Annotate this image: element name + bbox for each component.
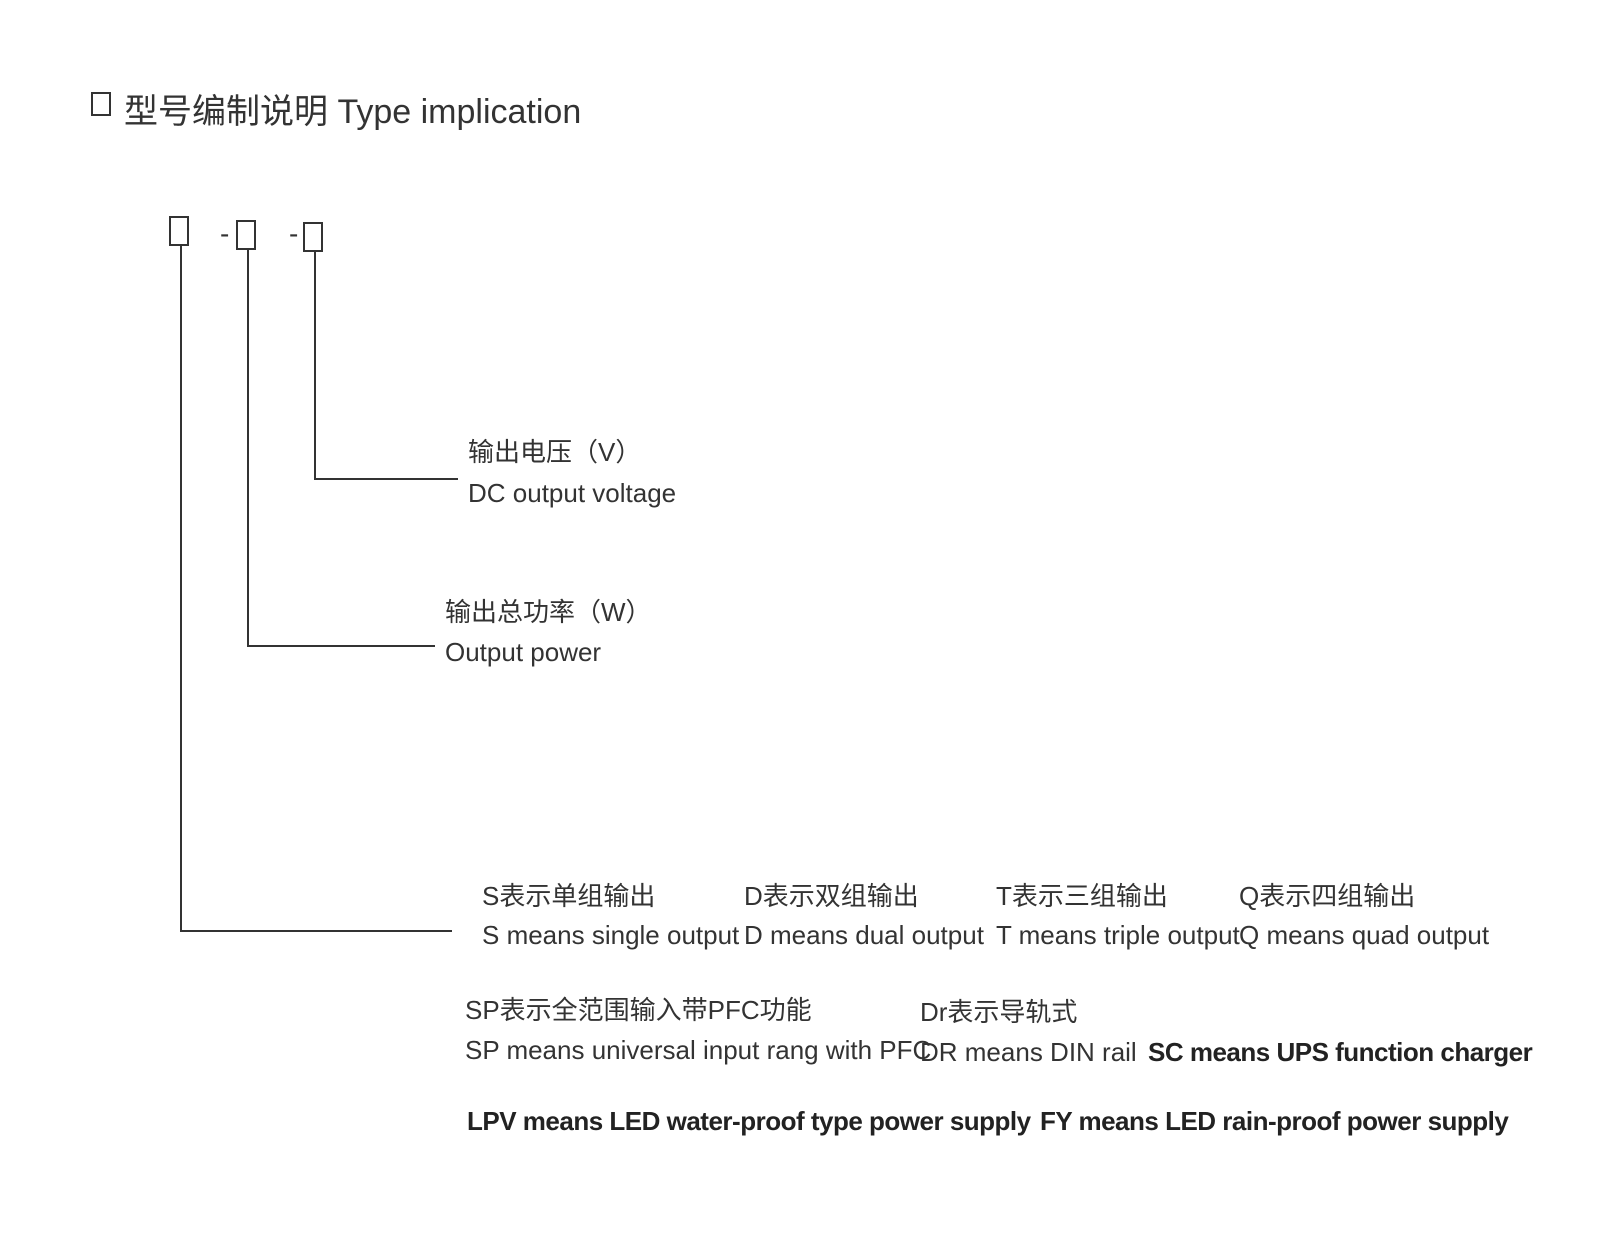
type-connector-vertical (180, 246, 182, 932)
power-label-cn: 输出总功率（W） (445, 597, 652, 627)
code-box-power (236, 220, 256, 250)
type-s-cn: S表示单组输出 (482, 881, 656, 911)
type-sc-en: SC means UPS function charger (1148, 1037, 1533, 1067)
voltage-label-en: DC output voltage (468, 478, 677, 508)
type-t-en: T means triple output (996, 920, 1240, 950)
type-q-cn: Q表示四组输出 (1239, 881, 1416, 911)
code-separator-1: - (220, 218, 230, 249)
type-s-en: S means single output (482, 920, 740, 950)
voltage-connector-horizontal (314, 478, 458, 480)
type-sp-cn: SP表示全范围输入带PFC功能 (465, 995, 812, 1025)
page-title: 型号编制说明 Type implication (124, 93, 582, 131)
power-connector-vertical (247, 250, 249, 647)
power-label-en: Output power (445, 637, 602, 667)
power-connector-horizontal (247, 645, 435, 647)
voltage-label-cn: 输出电压（V） (468, 437, 642, 467)
type-d-en: D means dual output (744, 920, 984, 950)
type-sp-en: SP means universal input rang with PFC (465, 1035, 932, 1065)
code-box-type (169, 216, 189, 246)
type-fy-en: FY means LED rain-proof power supply (1040, 1106, 1509, 1136)
type-dr-cn: Dr表示导轨式 (920, 997, 1078, 1027)
type-d-cn: D表示双组输出 (744, 881, 919, 911)
type-lpv-en: LPV means LED water-proof type power sup… (467, 1106, 1031, 1136)
type-connector-horizontal (180, 930, 452, 932)
voltage-connector-vertical (314, 252, 316, 480)
code-separator-2: - (289, 218, 299, 249)
type-dr-en: DR means DIN rail (920, 1037, 1137, 1067)
code-box-voltage (303, 222, 323, 252)
type-q-en: Q means quad output (1239, 920, 1490, 950)
title-checkbox-icon (91, 92, 111, 116)
type-t-cn: T表示三组输出 (996, 881, 1168, 911)
